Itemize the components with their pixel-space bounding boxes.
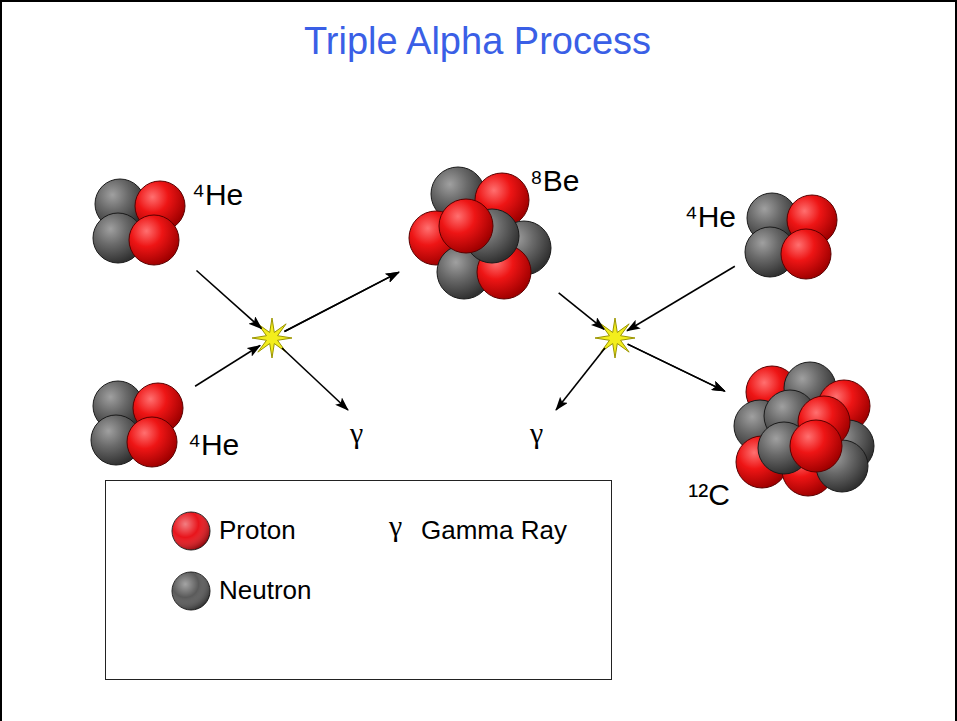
arrow-segment: [196, 270, 261, 328]
arrow-segment: [628, 344, 725, 391]
swatch-shade: [172, 572, 210, 610]
gamma-symbol: γ: [389, 511, 402, 541]
legend-swatch: [169, 509, 213, 553]
swatch-fill: [172, 512, 210, 550]
nucleus: ⁴He: [740, 186, 844, 278]
nucleus-spheres: [740, 186, 844, 278]
proton-sphere: [790, 420, 842, 472]
legend-text: Gamma Ray: [421, 517, 567, 543]
proton-sphere: [439, 199, 493, 253]
arrow-segment: [628, 344, 725, 391]
isotope-label: ⁴He: [188, 430, 239, 460]
nucleus-spheres: [732, 362, 874, 496]
nucleus: ⁴He: [86, 374, 190, 470]
diagram-title: Triple Alpha Process: [304, 22, 651, 60]
legend-swatch: [169, 569, 213, 613]
arrow-segment: [284, 272, 398, 331]
nucleus-spheres: [88, 172, 192, 268]
arrow-segment: [559, 293, 604, 329]
isotope-label: ¹²C: [688, 480, 730, 510]
nucleus: ¹²C: [732, 362, 874, 496]
nucleus-spheres: [86, 374, 190, 470]
isotope-label: ⁴He: [192, 180, 243, 210]
proton-sphere: [781, 229, 831, 279]
gamma-symbol: γ: [530, 418, 543, 448]
legend-text: Proton: [219, 517, 296, 543]
gamma-symbol: γ: [350, 418, 363, 448]
legend-box: ProtonNeutron Gamma Ray γ: [105, 480, 612, 680]
arrow-segment: [284, 272, 398, 331]
legend-text: Neutron: [219, 577, 312, 603]
nucleus: ⁴He: [88, 172, 192, 268]
reaction-arrow: [559, 293, 725, 391]
isotope-label: ⁴He: [685, 202, 736, 232]
gamma-arrow: [282, 348, 348, 410]
nucleus: ⁸Be: [406, 160, 554, 300]
reaction-arrow: [196, 270, 398, 331]
arrow-segment: [627, 266, 735, 331]
arrow-segment: [195, 345, 260, 386]
reaction-arrow: [195, 272, 399, 386]
gamma-arrow: [556, 348, 605, 410]
reaction-arrow: [627, 266, 735, 391]
swatch-fill: [172, 572, 210, 610]
proton-sphere: [129, 215, 179, 265]
isotope-label: ⁸Be: [530, 166, 579, 196]
proton-sphere: [127, 417, 177, 467]
swatch-shade: [172, 512, 210, 550]
